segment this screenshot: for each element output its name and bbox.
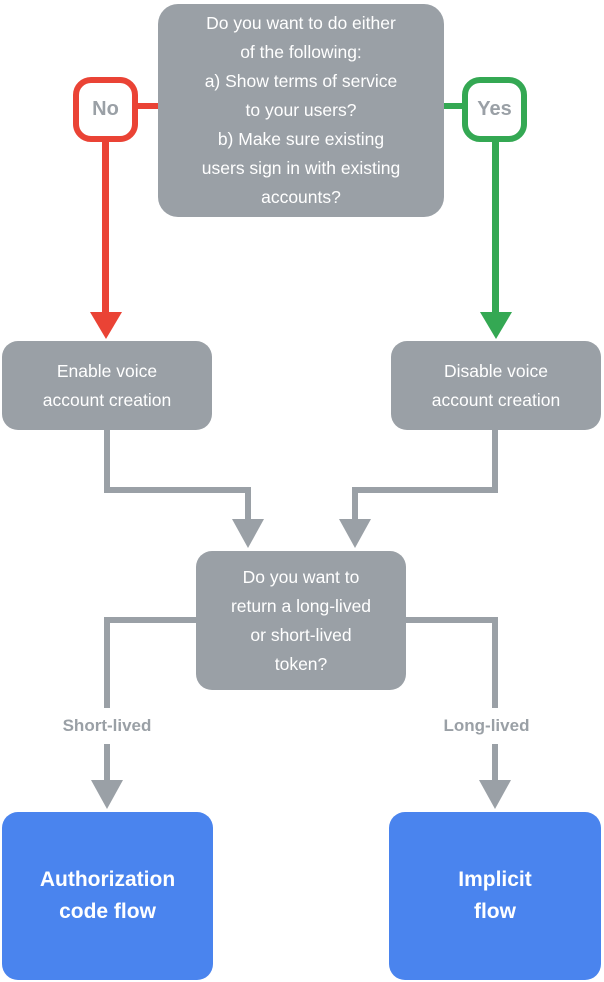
connector-no-vertical [102, 140, 109, 312]
longlived-arrowhead-icon [479, 780, 511, 809]
shortlived-arrowhead-icon [91, 780, 123, 809]
connector-enable-across [104, 487, 251, 493]
authorization-code-flow-box: Authorization code flow [2, 812, 213, 980]
merge-right-arrowhead-icon [339, 519, 371, 548]
merge-left-arrowhead-icon [232, 519, 264, 548]
connector-yes-horizontal [444, 103, 462, 109]
no-arrowhead-icon [90, 312, 122, 339]
connector-enable-down [104, 430, 110, 493]
question2-box: Do you want to return a long-lived or sh… [196, 551, 406, 690]
connector-shortlived-across [107, 617, 196, 623]
connector-yes-vertical [492, 140, 499, 312]
implicit-flow-box: Implicit flow [389, 812, 601, 980]
connector-disable-across [352, 487, 498, 493]
no-badge: No [73, 77, 138, 142]
connector-no-horizontal [138, 103, 158, 109]
yes-badge: Yes [462, 77, 527, 142]
long-lived-label: Long-lived [411, 708, 562, 744]
connector-longlived-down [492, 617, 498, 780]
connector-enable-drop [245, 487, 251, 520]
enable-voice-box: Enable voice account creation [2, 341, 212, 430]
connector-longlived-across [406, 617, 495, 623]
connector-disable-drop [352, 487, 358, 520]
disable-voice-box: Disable voice account creation [391, 341, 601, 430]
short-lived-label: Short-lived [22, 708, 192, 744]
connector-disable-down [492, 430, 498, 493]
question1-box: Do you want to do either of the followin… [158, 4, 444, 217]
yes-arrowhead-icon [480, 312, 512, 339]
connector-shortlived-down [104, 617, 110, 780]
